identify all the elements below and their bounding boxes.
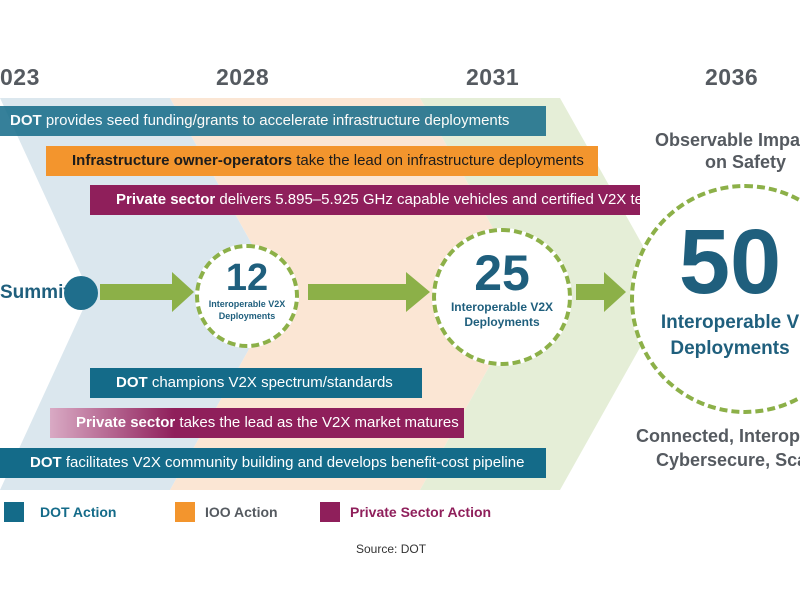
bar-dot-spectrum: DOT champions V2X spectrum/standards bbox=[90, 368, 422, 398]
bar-text: take the lead on infrastructure deployme… bbox=[292, 152, 584, 169]
milestone-label-line2: Deployments bbox=[464, 315, 540, 329]
legend-swatch-private bbox=[320, 502, 340, 522]
bar-text: takes the lead as the V2X market matures bbox=[175, 414, 459, 431]
bar-lead: DOT bbox=[116, 374, 148, 391]
milestone-label-line1: Interoperable V2X bbox=[208, 299, 286, 309]
legend-label-ioo: IOO Action bbox=[205, 504, 278, 520]
milestone-label-line2: Deployments bbox=[218, 311, 276, 321]
year-2031: 2031 bbox=[466, 64, 520, 90]
impact-top-line2: on Safety bbox=[705, 152, 787, 172]
year-2028: 2028 bbox=[216, 64, 270, 90]
bar-lead: Infrastructure owner-operators bbox=[72, 152, 293, 169]
milestone-circle-50: 50 Interoperable V Deployments bbox=[630, 184, 800, 414]
legend-label-dot: DOT Action bbox=[40, 504, 117, 520]
bar-private-market: Private sector takes the lead as the V2X… bbox=[50, 408, 464, 438]
year-2036: 2036 bbox=[705, 64, 759, 90]
milestone-value: 50 bbox=[678, 211, 782, 313]
bar-lead: Private sector bbox=[76, 414, 176, 431]
impact-bottom-line1: Connected, Interoper bbox=[636, 426, 800, 446]
summit-marker bbox=[64, 276, 98, 310]
arrow-1 bbox=[100, 272, 194, 312]
milestone-label-line2: Deployments bbox=[670, 338, 790, 359]
impact-bottom-line2: Cybersecure, Scala bbox=[656, 450, 800, 470]
milestone-value: 12 bbox=[225, 257, 269, 299]
year-2023: 023 bbox=[0, 64, 40, 90]
bar-text: delivers 5.895–5.925 GHz capable vehicle… bbox=[215, 191, 704, 208]
bar-ioo-lead: Infrastructure owner-operators take the … bbox=[46, 146, 598, 176]
bar-text: provides seed funding/grants to accelera… bbox=[41, 112, 510, 129]
bar-lead: Private sector bbox=[116, 191, 216, 208]
bar-dot-funding: DOT provides seed funding/grants to acce… bbox=[0, 106, 546, 136]
summit-label: Summit bbox=[0, 282, 70, 303]
legend-swatch-ioo bbox=[175, 502, 195, 522]
arrow-3 bbox=[576, 272, 626, 312]
legend-swatch-dot bbox=[4, 502, 24, 522]
legend-label-private: Private Sector Action bbox=[350, 504, 492, 520]
bar-lead: DOT bbox=[30, 454, 62, 471]
milestone-circle-25: 25 Interoperable V2X Deployments bbox=[432, 228, 572, 366]
bar-text: facilitates V2X community building and d… bbox=[61, 454, 525, 471]
milestone-circle-12: 12 Interoperable V2X Deployments bbox=[195, 244, 299, 348]
impact-top-line1: Observable Impac bbox=[655, 130, 800, 150]
milestone-label-line1: Interoperable V2X bbox=[450, 300, 554, 314]
source-caption: Source: DOT bbox=[356, 542, 427, 556]
arrow-2 bbox=[308, 272, 430, 312]
milestone-value: 25 bbox=[474, 245, 530, 301]
milestone-label-line1: Interoperable V bbox=[660, 312, 800, 333]
bar-lead: DOT bbox=[10, 112, 42, 129]
bar-private-vehicles: Private sector delivers 5.895–5.925 GHz … bbox=[90, 185, 703, 215]
bar-dot-community: DOT facilitates V2X community building a… bbox=[0, 448, 546, 478]
bar-text: champions V2X spectrum/standards bbox=[147, 374, 393, 391]
